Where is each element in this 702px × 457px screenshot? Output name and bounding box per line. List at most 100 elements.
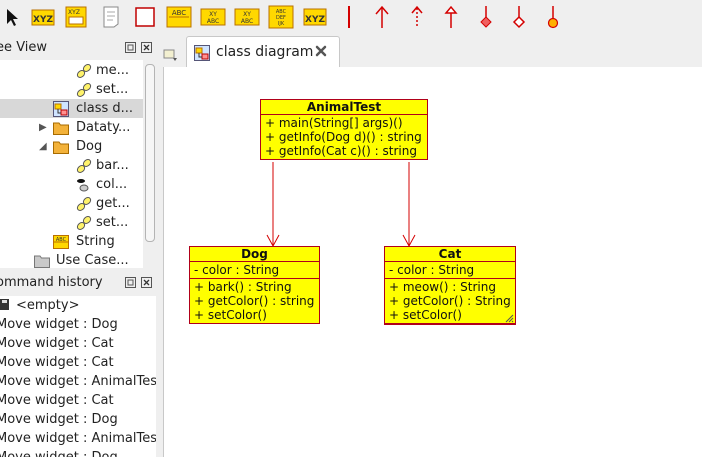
line-icon (348, 6, 350, 28)
history-item[interactable]: Move widget : Cat (0, 336, 114, 351)
arrow-up-icon (375, 5, 389, 28)
command-history-header: ommand history (0, 272, 156, 294)
tree-item[interactable]: col... (0, 175, 143, 194)
history-item[interactable]: Move widget : Dog (0, 317, 118, 332)
history-item[interactable]: Move widget : Cat (0, 393, 114, 408)
close-panel-button[interactable] (141, 42, 152, 53)
tree-item[interactable]: bar... (0, 156, 143, 175)
select-tool-button[interactable] (0, 3, 24, 31)
operation-line: + setColor() (194, 308, 267, 322)
box-tool-button[interactable] (134, 3, 156, 31)
operations-section: + bark() : String + getColor() : string … (190, 279, 319, 323)
attributes-section: - color : String (190, 262, 319, 279)
tree-view-title: ree View (0, 40, 48, 55)
history-item[interactable]: Move widget : AnimalTest (0, 374, 156, 389)
class-box-animaltest[interactable]: AnimalTest + main(String[] args)() + get… (260, 99, 428, 160)
save-icon (0, 299, 9, 310)
scrollbar-thumb[interactable] (145, 64, 155, 242)
history-item[interactable]: Move widget : Dog (0, 412, 118, 427)
tree-item[interactable]: me... (0, 61, 143, 80)
tree-item-label: col... (96, 177, 128, 192)
tree-item-selected[interactable]: class d... (0, 99, 143, 118)
tree-scrollbar[interactable] (143, 60, 156, 268)
attribute-line: - color : String (194, 263, 280, 277)
tab-menu-button[interactable] (163, 46, 179, 66)
tree-item[interactable]: set... (0, 213, 143, 232)
svg-text:DEF: DEF (276, 15, 286, 21)
tree-item[interactable]: ▶ Dataty... (0, 118, 143, 137)
tree-item-label: Dataty... (76, 120, 131, 135)
svg-text:ABC: ABC (56, 237, 67, 243)
operation-line: + setColor() (389, 308, 462, 322)
operation-line: + getColor() : String (389, 294, 511, 308)
dashed-arrow-icon (411, 5, 423, 28)
enum-tool-button[interactable]: ABC (166, 3, 192, 31)
class-box-dog[interactable]: Dog - color : String + bark() : String +… (189, 246, 320, 324)
note-icon (103, 6, 119, 28)
generalization-tool-button[interactable] (443, 3, 459, 31)
tab-bar: class diagram (160, 34, 702, 68)
containment-icon (547, 6, 559, 29)
svg-text:ABC: ABC (276, 9, 287, 15)
operation-icon (76, 63, 92, 79)
attribute-icon (76, 177, 92, 193)
operation-line: + main(String[] args)() (265, 116, 403, 130)
operation-icon (76, 215, 92, 231)
interface-tool-button[interactable]: XYZ (64, 3, 88, 31)
tree-item[interactable]: Use Case... (0, 251, 143, 268)
tree-item-label: set... (96, 82, 129, 97)
tab-class-diagram[interactable]: class diagram (186, 36, 340, 68)
association-tool-button[interactable] (342, 3, 356, 31)
tree-item-label: class d... (76, 101, 134, 116)
tree-item-label: get... (96, 196, 130, 211)
dependency-tool-button[interactable] (409, 3, 425, 31)
tree-item[interactable]: get... (0, 194, 143, 213)
tree-item[interactable]: ◢ Dog (0, 137, 143, 156)
attribute-line: - color : String (389, 263, 475, 277)
close-panel-button[interactable] (141, 277, 152, 288)
resize-grip-icon[interactable] (505, 314, 514, 323)
tree-item[interactable]: ABC String (0, 232, 143, 251)
class-name: AnimalTest (261, 100, 427, 115)
aggregation-tool-button[interactable] (511, 3, 527, 31)
tree-item[interactable]: set... (0, 80, 143, 99)
operation-line: + meow() : String (389, 280, 496, 294)
attributes-section: - color : String (385, 262, 515, 279)
directed-association-tool-button[interactable] (374, 3, 390, 31)
expand-arrow-icon[interactable]: ▶ (39, 122, 47, 133)
history-item[interactable]: Move widget : Cat (0, 355, 114, 370)
history-item[interactable]: Move widget : Dog (0, 448, 118, 457)
tree-item-label: String (76, 234, 115, 249)
history-item[interactable]: Move widget : AnimalTest (0, 431, 156, 446)
tree-item-label: bar... (96, 158, 129, 173)
operation-icon (76, 196, 92, 212)
float-panel-button[interactable] (125, 277, 136, 288)
float-panel-button[interactable] (125, 42, 136, 53)
close-tab-button[interactable] (315, 45, 327, 61)
class-box-cat[interactable]: Cat - color : String + meow() : String +… (384, 246, 516, 325)
history-item-label: <empty> (16, 298, 80, 313)
tree-view: me... set... class d... ▶ Dataty... ◢ Do… (0, 60, 143, 268)
class-diagram-icon (53, 101, 69, 117)
operation-icon (76, 82, 92, 98)
note-tool-button[interactable] (100, 3, 122, 31)
class-name: Cat (385, 247, 515, 262)
close-icon (141, 42, 152, 53)
composition-tool-button[interactable] (478, 3, 494, 31)
class-tool-button[interactable]: XYZ (31, 3, 55, 31)
component-tool-button[interactable]: XYZ (303, 3, 327, 31)
diagram-canvas[interactable]: AnimalTest + main(String[] args)() + get… (163, 67, 702, 457)
folder-icon (34, 253, 50, 268)
class-icon: ABC (53, 234, 69, 250)
operation-line: + getInfo(Dog d)() : string (265, 130, 422, 144)
float-icon (125, 277, 136, 288)
collapse-arrow-icon[interactable]: ◢ (39, 141, 47, 152)
operation-line: + getColor() : string (194, 294, 315, 308)
containment-tool-button[interactable] (545, 3, 561, 31)
